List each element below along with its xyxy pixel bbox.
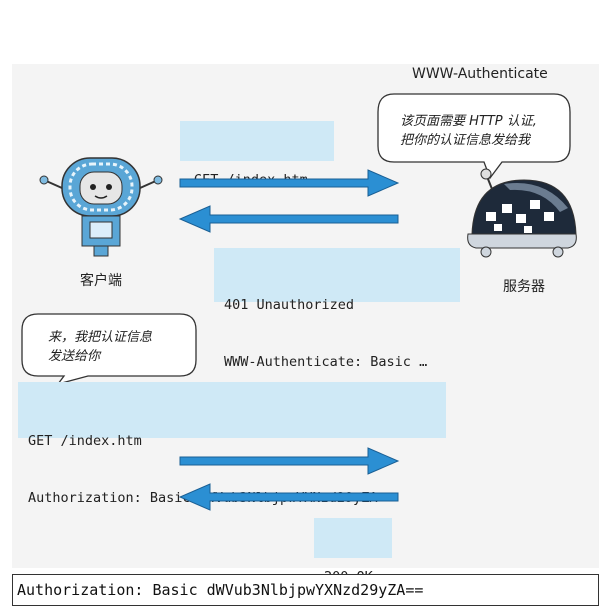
- server-icon: [467, 168, 577, 258]
- client-bubble-line1: 来，我把认证信息: [48, 330, 153, 345]
- request1-box: GET /index.htm: [180, 121, 334, 188]
- www-authenticate-label: WWW-Authenticate: [412, 66, 548, 82]
- response1-line1: 401 Unauthorized: [224, 297, 355, 313]
- server-label: 服务器: [503, 279, 545, 295]
- response2-box: 200 OK: [314, 518, 392, 585]
- request2-line1: GET /index.htm: [28, 433, 142, 449]
- request2-box: GET /index.htm Authorization: Basic dWVu…: [18, 382, 446, 506]
- client-speech-bubble: [21, 313, 197, 384]
- arrow-to-server-1: [179, 169, 400, 197]
- arrow-to-server-2: [179, 447, 400, 475]
- authorization-caption: Authorization: Basic dWVub3NlbjpwYXNzd29…: [12, 574, 599, 606]
- server-bubble-line1: 该页面需要 HTTP 认证,: [400, 114, 537, 129]
- response1-box: 401 Unauthorized WWW-Authenticate: Basic…: [214, 248, 460, 370]
- response1-line2: WWW-Authenticate: Basic …: [224, 354, 428, 370]
- arrow-to-client-1: [178, 205, 399, 233]
- client-bubble-line2: 发送给你: [48, 349, 101, 364]
- server-speech-bubble: [377, 93, 571, 180]
- client-robot-icon: [39, 157, 163, 257]
- client-label: 客户端: [80, 273, 122, 289]
- server-bubble-line2: 把你的认证信息发给我: [400, 133, 531, 148]
- arrow-to-client-2: [178, 483, 399, 511]
